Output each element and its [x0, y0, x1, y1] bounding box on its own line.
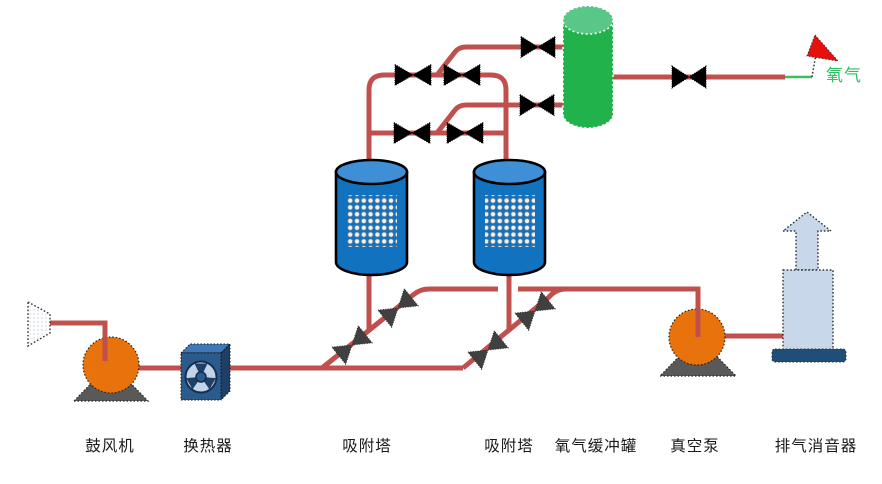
valve-icon — [466, 329, 510, 371]
exhaust-arrow-icon — [780, 211, 834, 271]
pipe-top-manifold — [366, 72, 509, 170]
label-oxygen-buffer-tank: 氧气缓冲罐 — [555, 437, 638, 455]
label-blower: 鼓风机 — [85, 437, 135, 455]
muffler-base — [771, 348, 847, 363]
label-adsorption-tower-1: 吸附塔 — [342, 437, 392, 455]
pipe-intake — [50, 320, 108, 340]
labels: 鼓风机 换热器 吸附塔 吸附塔 氧气缓冲罐 真空泵 排气消音器 氧气 — [85, 66, 862, 455]
valve-icon — [520, 35, 556, 59]
blower — [72, 330, 150, 402]
oxygen-outlet-marker — [806, 34, 840, 78]
pipe-tank-lower-branch — [435, 102, 564, 135]
tower2-packing-dots — [485, 195, 535, 247]
pipe-vacuum-header — [518, 286, 701, 312]
intake-silencer-icon — [27, 300, 51, 348]
valve-icon — [394, 63, 432, 87]
valve-icon — [443, 63, 481, 87]
valve-group — [330, 35, 707, 371]
valve-icon — [393, 121, 431, 145]
label-vacuum-pump: 真空泵 — [670, 437, 720, 455]
valve-icon — [513, 290, 557, 332]
fan-hub — [195, 371, 207, 383]
tank-body — [562, 19, 614, 129]
tank-top — [562, 5, 614, 35]
valve-icon — [330, 324, 374, 366]
valve-icon — [446, 121, 484, 145]
tower1-packing-dots — [347, 195, 397, 247]
pipe-tower2-diagonal — [461, 286, 567, 370]
pipe-tower1-diagonal — [320, 286, 498, 370]
valve-icon — [376, 287, 420, 329]
muffler-body — [782, 269, 834, 351]
heat-exchanger — [179, 342, 232, 402]
label-heat-exchanger: 换热器 — [183, 437, 233, 455]
pipe-tank-upper-branch — [435, 44, 564, 77]
adsorption-tower-1 — [334, 158, 409, 277]
exhaust-muffler — [771, 211, 847, 363]
tower1-top — [334, 158, 409, 186]
label-oxygen-stream: 氧气 — [826, 66, 862, 85]
vacuum-pump — [658, 306, 738, 377]
oxygen-buffer-tank — [562, 5, 614, 129]
valve-icon — [519, 93, 555, 117]
tower2-top — [472, 158, 547, 186]
label-exhaust-muffler: 排气消音器 — [775, 437, 858, 455]
heat-exchanger-side-face — [220, 342, 231, 402]
flag-icon — [806, 34, 840, 62]
heat-exchanger-top-face — [179, 343, 232, 354]
blower-body — [82, 336, 140, 394]
valve-icon — [671, 65, 707, 89]
label-adsorption-tower-2: 吸附塔 — [484, 437, 534, 455]
adsorption-tower-2 — [472, 158, 547, 277]
